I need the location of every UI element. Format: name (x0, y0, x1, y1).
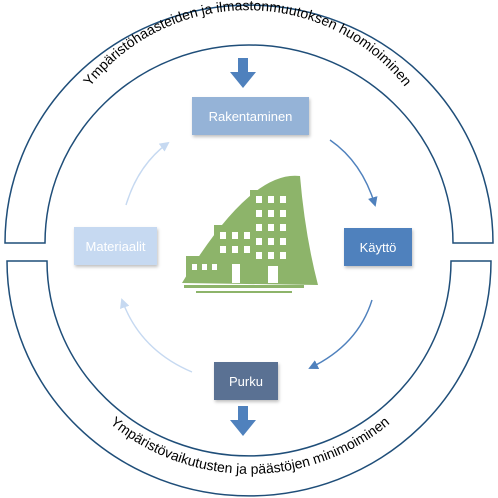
bottom-down-arrow (230, 406, 256, 436)
node-kaytto-label: Käyttö (359, 239, 397, 255)
green-building-icon (182, 175, 318, 293)
node-purku-label: Purku (229, 373, 263, 389)
node-kaytto: Käyttö (344, 228, 412, 266)
arrow-right-to-bottom (308, 299, 373, 370)
node-materiaalit: Materiaalit (74, 227, 157, 265)
node-rakentaminen: Rakentaminen (192, 97, 309, 135)
arrow-left-to-top (125, 141, 170, 206)
top-down-arrow (230, 58, 256, 88)
outer-ring-bottom (6, 260, 492, 497)
outer-ring-top (4, 4, 494, 244)
node-rakentaminen-label: Rakentaminen (208, 108, 293, 124)
node-materiaalit-label: Materiaalit (85, 238, 146, 254)
arrow-bottom-to-left (120, 298, 193, 373)
arrow-top-to-right (329, 139, 378, 207)
node-purku: Purku (214, 362, 278, 400)
